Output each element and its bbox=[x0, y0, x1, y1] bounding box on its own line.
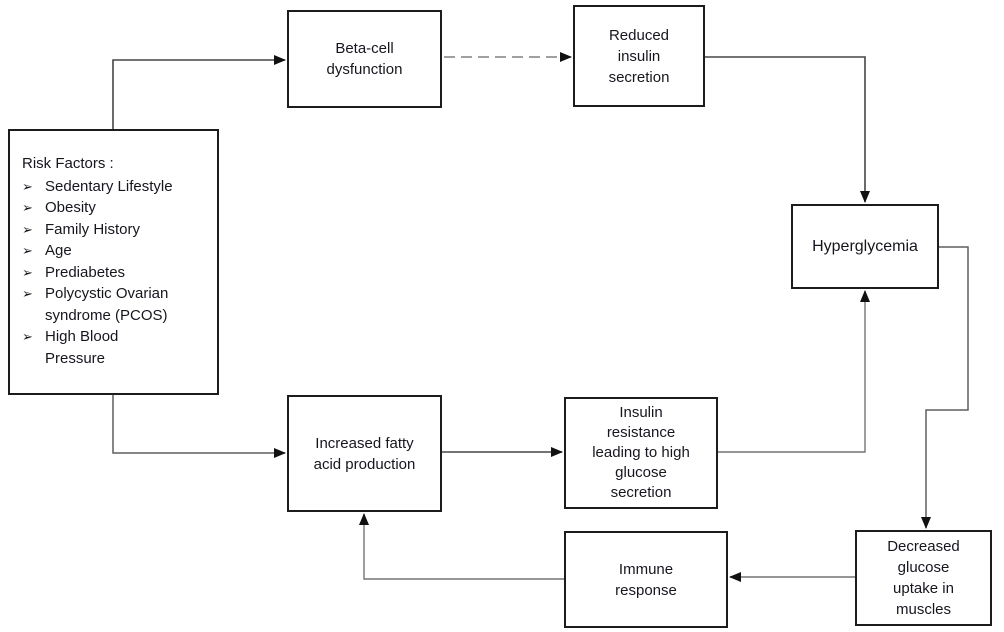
arrow-riskfactors-to-betacell bbox=[112, 55, 286, 129]
arrowhead-bullet-icon: ➢ bbox=[22, 200, 33, 215]
node-reduced-insulin-secretion: Reduced insulin secretion bbox=[573, 5, 705, 107]
risk-item-label: High Blood Pressure bbox=[45, 328, 119, 367]
arrow-insulinresistance-to-hyperglycemia bbox=[718, 290, 870, 453]
node-immune-response: Immune response bbox=[564, 531, 728, 628]
node-decreased-glucose-uptake: Decreased glucose uptake in muscles bbox=[855, 530, 992, 626]
list-item: ➢ Polycystic Ovarian syndrome (PCOS) bbox=[22, 283, 211, 326]
risk-item-label: Prediabetes bbox=[45, 263, 126, 281]
arrow-hyperglycemia-to-decreasedglucose bbox=[921, 246, 969, 529]
list-item: ➢ High Blood Pressure bbox=[22, 326, 211, 369]
arrowhead-bullet-icon: ➢ bbox=[22, 178, 33, 194]
risk-item-label: Sedentary Lifestyle bbox=[45, 177, 173, 195]
arrow-riskfactors-to-fattyacid bbox=[112, 395, 286, 458]
list-item: ➢ Obesity bbox=[22, 197, 211, 219]
node-hyperglycemia: Hyperglycemia bbox=[791, 204, 939, 289]
arrowhead-bullet-icon: ➢ bbox=[22, 329, 33, 344]
risk-item-label: Obesity bbox=[45, 199, 96, 216]
arrow-reducedinsulin-to-hyperglycemia bbox=[705, 56, 870, 203]
arrowhead-bullet-icon: ➢ bbox=[22, 243, 33, 258]
list-item: ➢ Sedentary Lifestyle bbox=[22, 176, 211, 198]
arrow-immuneresponse-to-fattyacid bbox=[359, 513, 564, 580]
node-increased-fatty-acid-production: Increased fatty acid production bbox=[287, 395, 442, 512]
list-item: ➢ Prediabetes bbox=[22, 262, 211, 284]
arrowhead-bullet-icon: ➢ bbox=[22, 286, 33, 301]
list-item: ➢ Age bbox=[22, 240, 211, 262]
risk-item-label: Family History bbox=[45, 220, 141, 238]
node-risk-factors: Risk Factors : ➢ Sedentary Lifestyle ➢ O… bbox=[8, 129, 219, 395]
arrowhead-bullet-icon: ➢ bbox=[22, 264, 33, 280]
list-item: ➢ Family History bbox=[22, 219, 211, 241]
node-insulin-resistance: Insulin resistance leading to high gluco… bbox=[564, 397, 718, 509]
risk-factors-title: Risk Factors : bbox=[22, 155, 114, 172]
arrowhead-bullet-icon: ➢ bbox=[22, 221, 33, 237]
risk-item-label: Polycystic Ovarian syndrome (PCOS) bbox=[45, 285, 169, 324]
risk-item-label: Age bbox=[45, 242, 72, 259]
node-beta-cell-dysfunction: Beta-cell dysfunction bbox=[287, 10, 442, 108]
